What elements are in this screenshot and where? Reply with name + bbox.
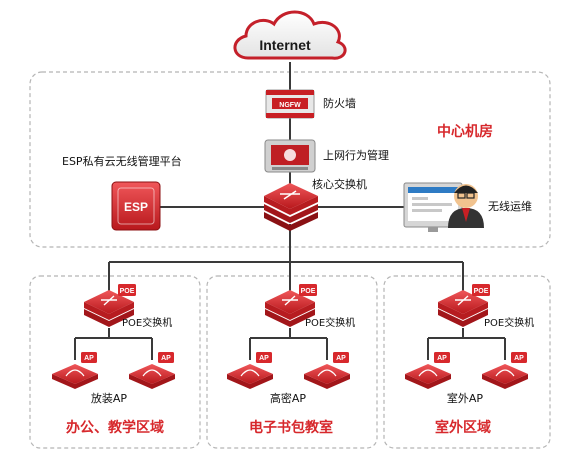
wireless-ap-icon [52, 364, 98, 389]
esp-platform-label: ESP私有云无线管理平台 [62, 154, 182, 168]
zone-label: 电子书包教室 [249, 419, 333, 436]
poe-badge [472, 284, 490, 296]
core-switch-icon [264, 183, 318, 231]
ap-badge [158, 352, 174, 363]
zone-label: 室外区域 [435, 419, 491, 436]
ap-badge-text: AP [161, 355, 171, 362]
ap-badge [81, 352, 97, 363]
ap-badge [256, 352, 272, 363]
firewall-tag: NGFW [279, 102, 301, 109]
ap-badge-text: AP [514, 355, 524, 362]
poe-badge-text: POE [474, 288, 489, 295]
internet-label: Internet [259, 37, 311, 53]
ap-badge-text: AP [259, 355, 269, 362]
ops-monitor-icon [403, 182, 463, 232]
firewall-icon [265, 89, 315, 119]
poe-switch-label: POE交换机 [305, 316, 355, 329]
poe-switch-label: POE交换机 [484, 316, 534, 329]
center-room-title: 中心机房 [437, 123, 493, 140]
poe-badge [118, 284, 136, 296]
esp-badge: ESP [124, 200, 148, 214]
wireless-ap-icon [405, 364, 451, 389]
internet-cloud-icon [233, 10, 347, 60]
wireless-ap-icon [227, 364, 273, 389]
firewall-label: 防火墙 [323, 96, 356, 110]
branch-region-2 [206, 275, 378, 449]
ops-label: 无线运维 [488, 199, 532, 213]
ap-badge [434, 352, 450, 363]
connection-lines [74, 62, 506, 360]
ap-badge-text: AP [84, 355, 94, 362]
behavior-management-icon [264, 139, 316, 173]
behavior-management-label: 上网行为管理 [323, 148, 389, 162]
zone-label: 办公、教学区域 [66, 419, 164, 436]
ap-type-label: 室外AP [447, 391, 484, 405]
branch-region-1 [29, 275, 201, 449]
ap-type-label: 放装AP [91, 391, 128, 405]
wireless-ap-icon [304, 364, 350, 389]
poe-badge-text: POE [301, 288, 316, 295]
ap-badge-text: AP [437, 355, 447, 362]
ap-badge [511, 352, 527, 363]
poe-switch-label: POE交换机 [122, 316, 172, 329]
poe-badge [299, 284, 317, 296]
branch-region-3 [383, 275, 551, 449]
ap-badge [333, 352, 349, 363]
ap-badge-text: AP [336, 355, 346, 362]
ap-type-label: 高密AP [270, 391, 307, 405]
poe-badge-text: POE [120, 288, 135, 295]
wireless-ap-icon [482, 364, 528, 389]
ops-engineer-icon [448, 184, 484, 228]
core-switch-label: 核心交换机 [312, 177, 367, 191]
wireless-ap-icon [129, 364, 175, 389]
esp-server-icon [111, 181, 161, 231]
